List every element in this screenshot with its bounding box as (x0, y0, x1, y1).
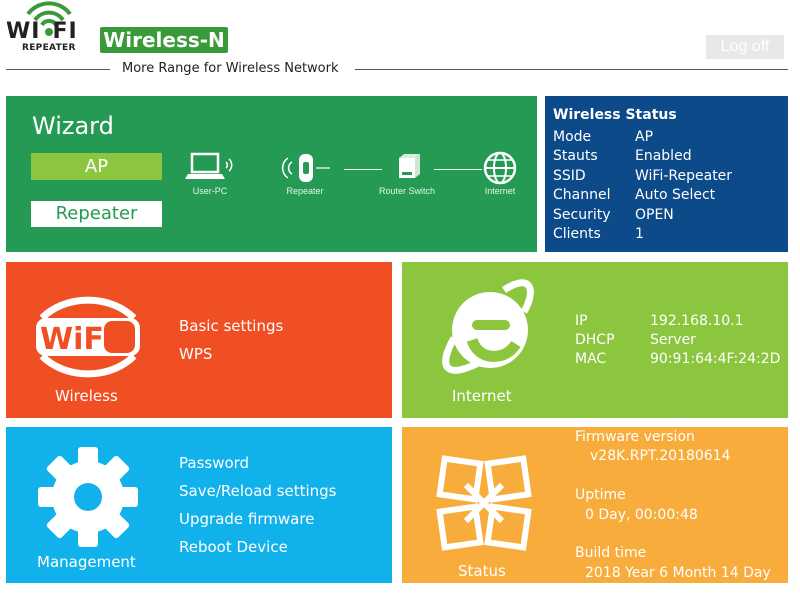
wps-link[interactable]: WPS (179, 345, 213, 363)
device-repeater: Repeater (278, 148, 332, 196)
logo-subtitle: REPEATER (22, 43, 76, 53)
connection-line (344, 169, 382, 170)
wifi-logo-text: WiFi (40, 322, 114, 357)
wireless-tile-label: Wireless (55, 387, 118, 405)
wizard-mode-ap-button[interactable]: AP (31, 153, 162, 180)
device-repeater-label: Repeater (286, 186, 324, 196)
basic-settings-link[interactable]: Basic settings (179, 317, 284, 335)
logoff-button[interactable]: Log off (706, 35, 784, 59)
laptop-icon (185, 152, 233, 179)
header-divider-right (355, 69, 788, 70)
status-windows-icon (436, 455, 532, 551)
build-time-label: Build time (575, 545, 647, 561)
wizard-tile[interactable]: Wizard AP Repeater User-PC Repeater Rout… (6, 96, 537, 252)
device-router-label: Router Switch (378, 186, 436, 196)
save-reload-settings-link[interactable]: Save/Reload settings (179, 482, 337, 500)
upgrade-firmware-link[interactable]: Upgrade firmware (179, 510, 315, 528)
brand-badge: Wireless-N (100, 27, 228, 53)
firmware-version-value: v28K.RPT.20180614 (590, 448, 731, 464)
gear-icon (38, 447, 138, 547)
wireless-tile[interactable]: WiFi Wireless Basic settings WPS (6, 262, 392, 418)
wizard-title: Wizard (32, 112, 114, 140)
device-router-switch: Router Switch (374, 150, 440, 196)
status-tile-label: Status (458, 562, 506, 580)
internet-explorer-icon (442, 279, 534, 374)
device-user-pc: User-PC (182, 150, 238, 196)
uptime-value: 0 Day, 00:00:48 (585, 507, 698, 523)
uptime-label: Uptime (575, 487, 626, 503)
wireless-status-title: Wireless Status (553, 107, 677, 123)
router-icon (399, 154, 420, 178)
firmware-version-label: Firmware version (575, 429, 695, 445)
password-link[interactable]: Password (179, 454, 250, 472)
reboot-device-link[interactable]: Reboot Device (179, 538, 288, 556)
device-internet-label: Internet (484, 186, 516, 196)
status-tile[interactable]: Status Firmware version v28K.RPT.2018061… (402, 427, 788, 583)
device-internet: Internet (478, 150, 522, 196)
management-tile-label: Management (37, 553, 136, 571)
build-time-value: 2018 Year 6 Month 14 Day (585, 565, 771, 581)
repeater-icon (281, 154, 330, 182)
management-tile[interactable]: Management Password Save/Reload settings… (6, 427, 392, 583)
connection-line (434, 169, 482, 170)
internet-tile-label: Internet (452, 387, 512, 405)
wifi-signal-icon (26, 1, 72, 36)
header-divider-left (6, 69, 110, 70)
wifi-logo-icon: WiFi (36, 296, 140, 378)
device-user-pc-label: User-PC (192, 186, 228, 196)
wizard-mode-repeater-button[interactable]: Repeater (31, 201, 162, 227)
tagline: More Range for Wireless Network (122, 61, 339, 76)
globe-icon (483, 151, 517, 185)
